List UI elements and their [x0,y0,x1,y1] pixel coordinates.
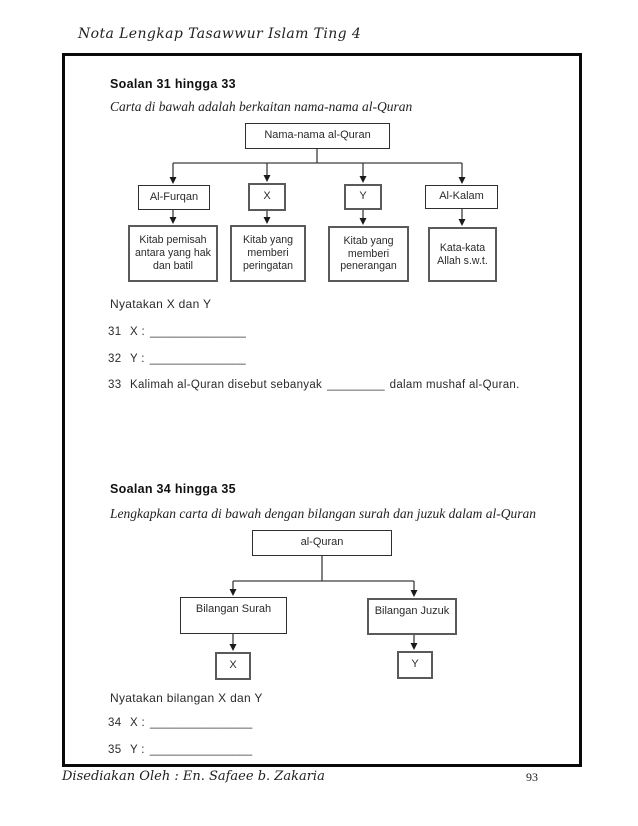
question-35-number: 35 [108,744,122,756]
chart1-branch-alkalam-box: Al-Kalam [425,185,498,209]
question-33-blank: _________ [327,379,385,391]
section1-title: Soalan 31 hingga 33 [110,77,236,91]
section2-instruction: Lengkapkan carta di bawah dengan bilanga… [110,506,536,521]
question-31: 31 X : _______________ [108,326,246,338]
question-32-label: Y : [130,353,145,365]
question-31-blank: _______________ [149,326,246,338]
question-32: 32 Y : _______________ [108,353,246,365]
chart1-root-box: Nama-nama al-Quran [245,123,390,149]
chart1-branch-alfurqan-box: Al-Furqan [138,185,210,210]
chart1-branch-x-box: X [248,183,286,211]
question-34-number: 34 [108,717,122,729]
header-title: Nota Lengkap Tasawwur Islam Ting 4 [78,26,362,42]
question-35: 35 Y : ________________ [108,744,252,756]
chart2-x-box: X [215,652,251,680]
question-32-blank: _______________ [149,353,246,365]
chart2-y-box: Y [397,651,433,679]
chart2-root-box: al-Quran [252,530,392,556]
question-34: 34 X : ________________ [108,717,252,729]
question-31-label: X : [130,326,145,338]
question-33-text-before: Kalimah al-Quran disebut sebanyak [130,379,323,391]
chart1-desc-y-box: Kitab yang memberi penerangan [328,226,409,282]
question-33: 33 Kalimah al-Quran disebut sebanyak _____… [108,379,520,391]
question-33-text-after: dalam mushaf al-Quran. [389,379,520,391]
chart1-desc-alfurqan-box: Kitab pemisah antara yang hak dan batil [128,225,218,282]
chart2-bilangan-juzuk-box: Bilangan Juzuk [367,598,457,635]
worksheet-frame [62,53,582,767]
question-33-number: 33 [108,379,122,391]
page-number: 93 [526,770,538,784]
chart1-desc-alkalam-box: Kata-kata Allah s.w.t. [428,227,497,282]
footer-author: Disediakan Oleh : En. Safaee b. Zakaria [62,769,325,784]
chart2-bilangan-surah-box: Bilangan Surah [180,597,287,634]
section1-prompt: Nyatakan X dan Y [110,297,212,311]
section1-instruction: Carta di bawah adalah berkaitan nama-nam… [110,99,413,114]
question-34-blank: ________________ [149,717,253,729]
question-31-number: 31 [108,326,122,338]
chart1-desc-x-box: Kitab yang memberi peringatan [230,225,306,282]
question-32-number: 32 [108,353,122,365]
section2-title: Soalan 34 hingga 35 [110,482,236,496]
section2-prompt: Nyatakan bilangan X dan Y [110,691,263,705]
question-34-label: X : [130,717,145,729]
chart1-branch-y-box: Y [344,184,382,210]
question-35-label: Y : [130,744,145,756]
question-35-blank: ________________ [149,744,253,756]
